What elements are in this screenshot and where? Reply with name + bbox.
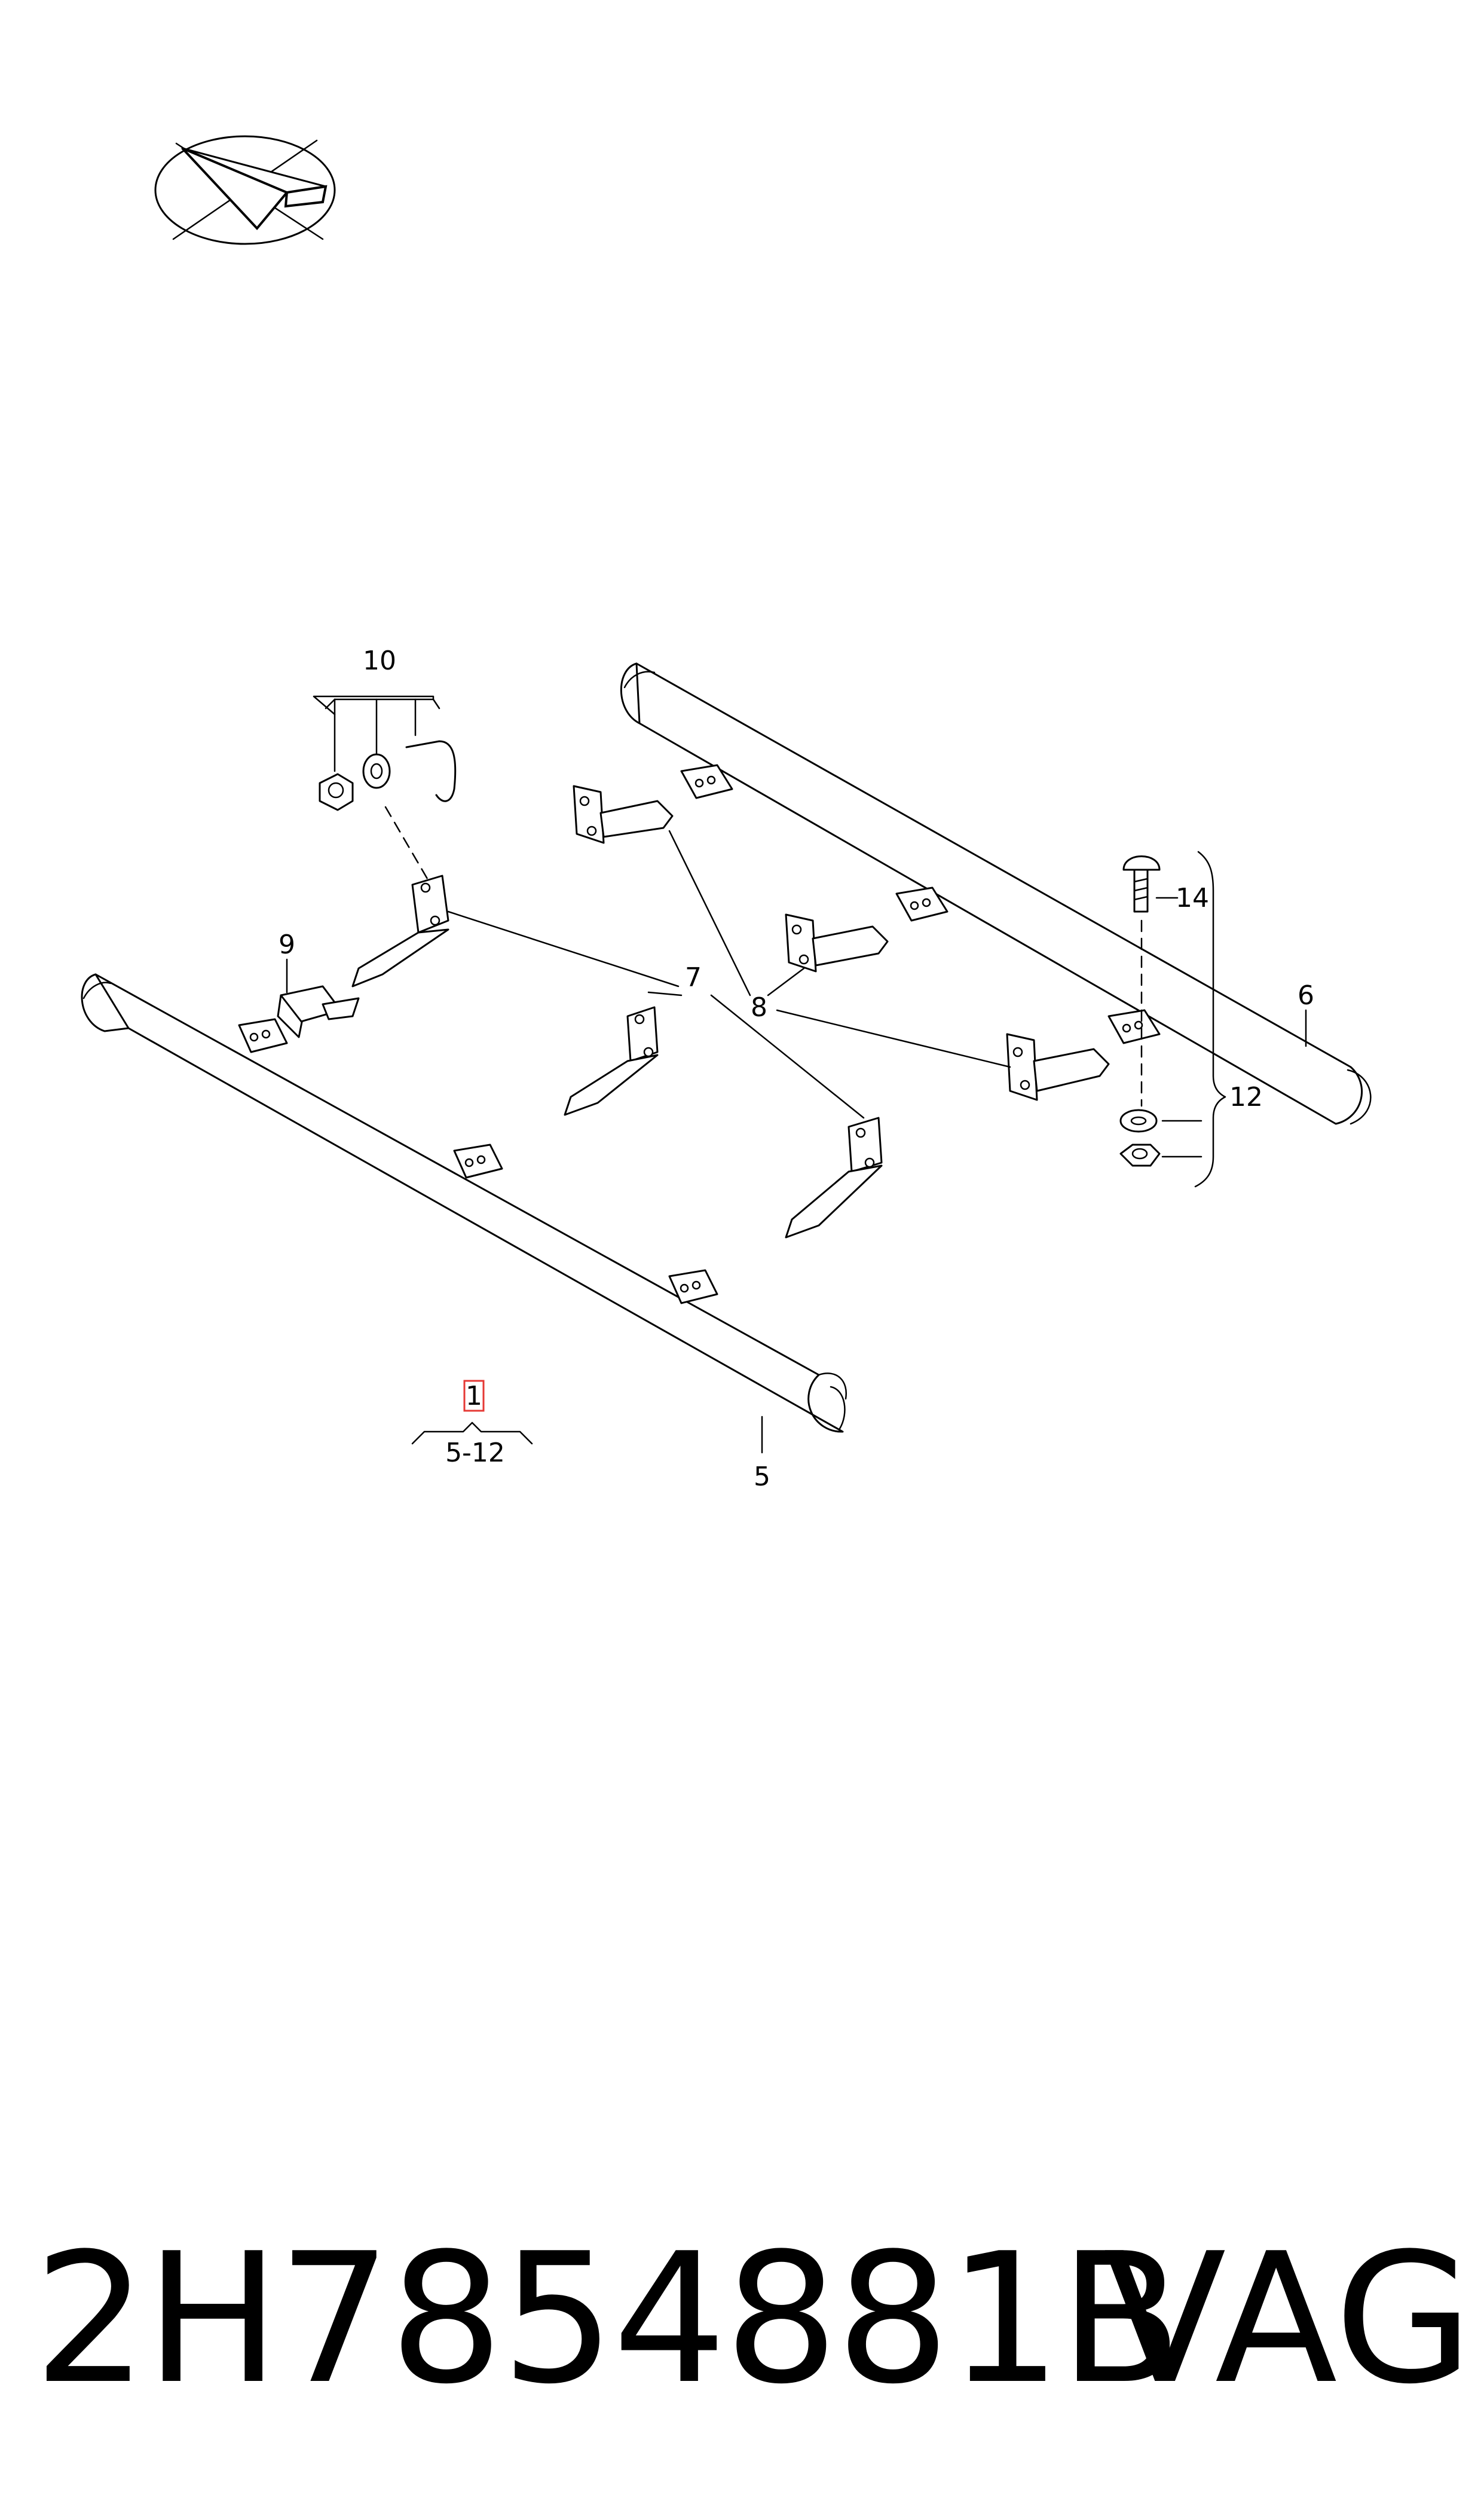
carriage-bolt-14 [1122, 855, 1161, 913]
callout-1: 1 [466, 1381, 482, 1411]
rail-tab [895, 886, 948, 922]
side-step-rail-right [620, 662, 1372, 1125]
rail-tab [238, 1018, 288, 1053]
callout-9: 9 [279, 930, 295, 960]
callout-14: 14 [1176, 883, 1209, 913]
rail-tab [1107, 1009, 1161, 1044]
leader-lines [286, 695, 1307, 1454]
callout-6: 6 [1298, 980, 1314, 1011]
brand-label: VAG [1103, 2215, 1473, 2423]
callout-5: 5 [754, 1462, 770, 1492]
item-1-highlight [463, 1380, 485, 1412]
callout-7: 7 [685, 962, 702, 993]
bracket-7-b [564, 1006, 659, 1116]
clip-9 [277, 985, 360, 1038]
side-step-rail-left [81, 973, 847, 1433]
callout-10: 10 [363, 646, 396, 676]
callout-12: 12 [1229, 1082, 1263, 1112]
washer-10 [362, 753, 391, 789]
callout-8: 8 [751, 992, 767, 1023]
bracket-8-a [573, 785, 674, 844]
part-number: 2H7854881B [33, 2215, 1182, 2423]
bracket-8-b [785, 913, 889, 973]
bracket-7-a [351, 875, 449, 988]
hex-nut-10 [319, 773, 354, 811]
bracket-8-c [1006, 1033, 1110, 1101]
u-bolt-10 [405, 740, 457, 802]
rail-tab [453, 1144, 503, 1179]
rail-tab [668, 1269, 718, 1304]
callout-5-12: 5-12 [445, 1438, 505, 1468]
bracket-7-c [785, 1117, 883, 1239]
washer-12 [1119, 1109, 1158, 1133]
rail-tab [680, 764, 733, 799]
hex-nut-12 [1119, 1144, 1161, 1167]
direction-arrow-icon [154, 135, 336, 245]
